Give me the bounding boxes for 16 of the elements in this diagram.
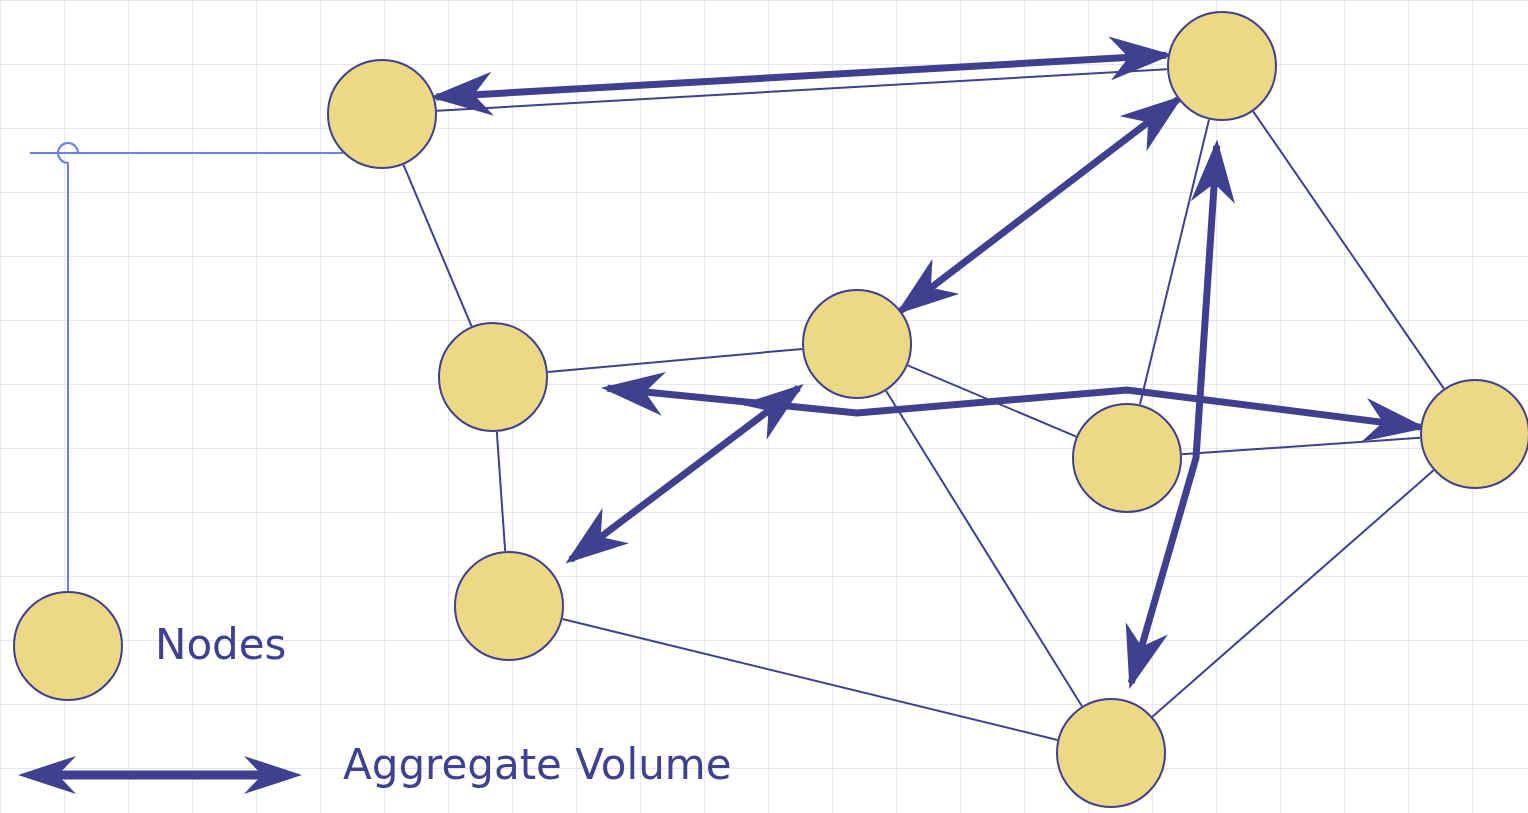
legend-label: Aggregate Volume [343, 740, 732, 789]
link-line [435, 68, 1169, 112]
legend-label: Nodes [155, 620, 287, 669]
link-line [1151, 469, 1435, 718]
link-line [885, 389, 1083, 708]
link-line [1180, 436, 1422, 456]
link-line [1138, 118, 1211, 406]
link-line [546, 347, 804, 374]
leader-line [29, 142, 345, 592]
link-line [561, 618, 1059, 741]
double-arrow [565, 384, 804, 564]
link-line [402, 163, 473, 328]
link-line [495, 430, 507, 553]
link-line [1252, 110, 1445, 390]
double-arrow [1125, 139, 1235, 689]
link-line [906, 364, 1078, 438]
